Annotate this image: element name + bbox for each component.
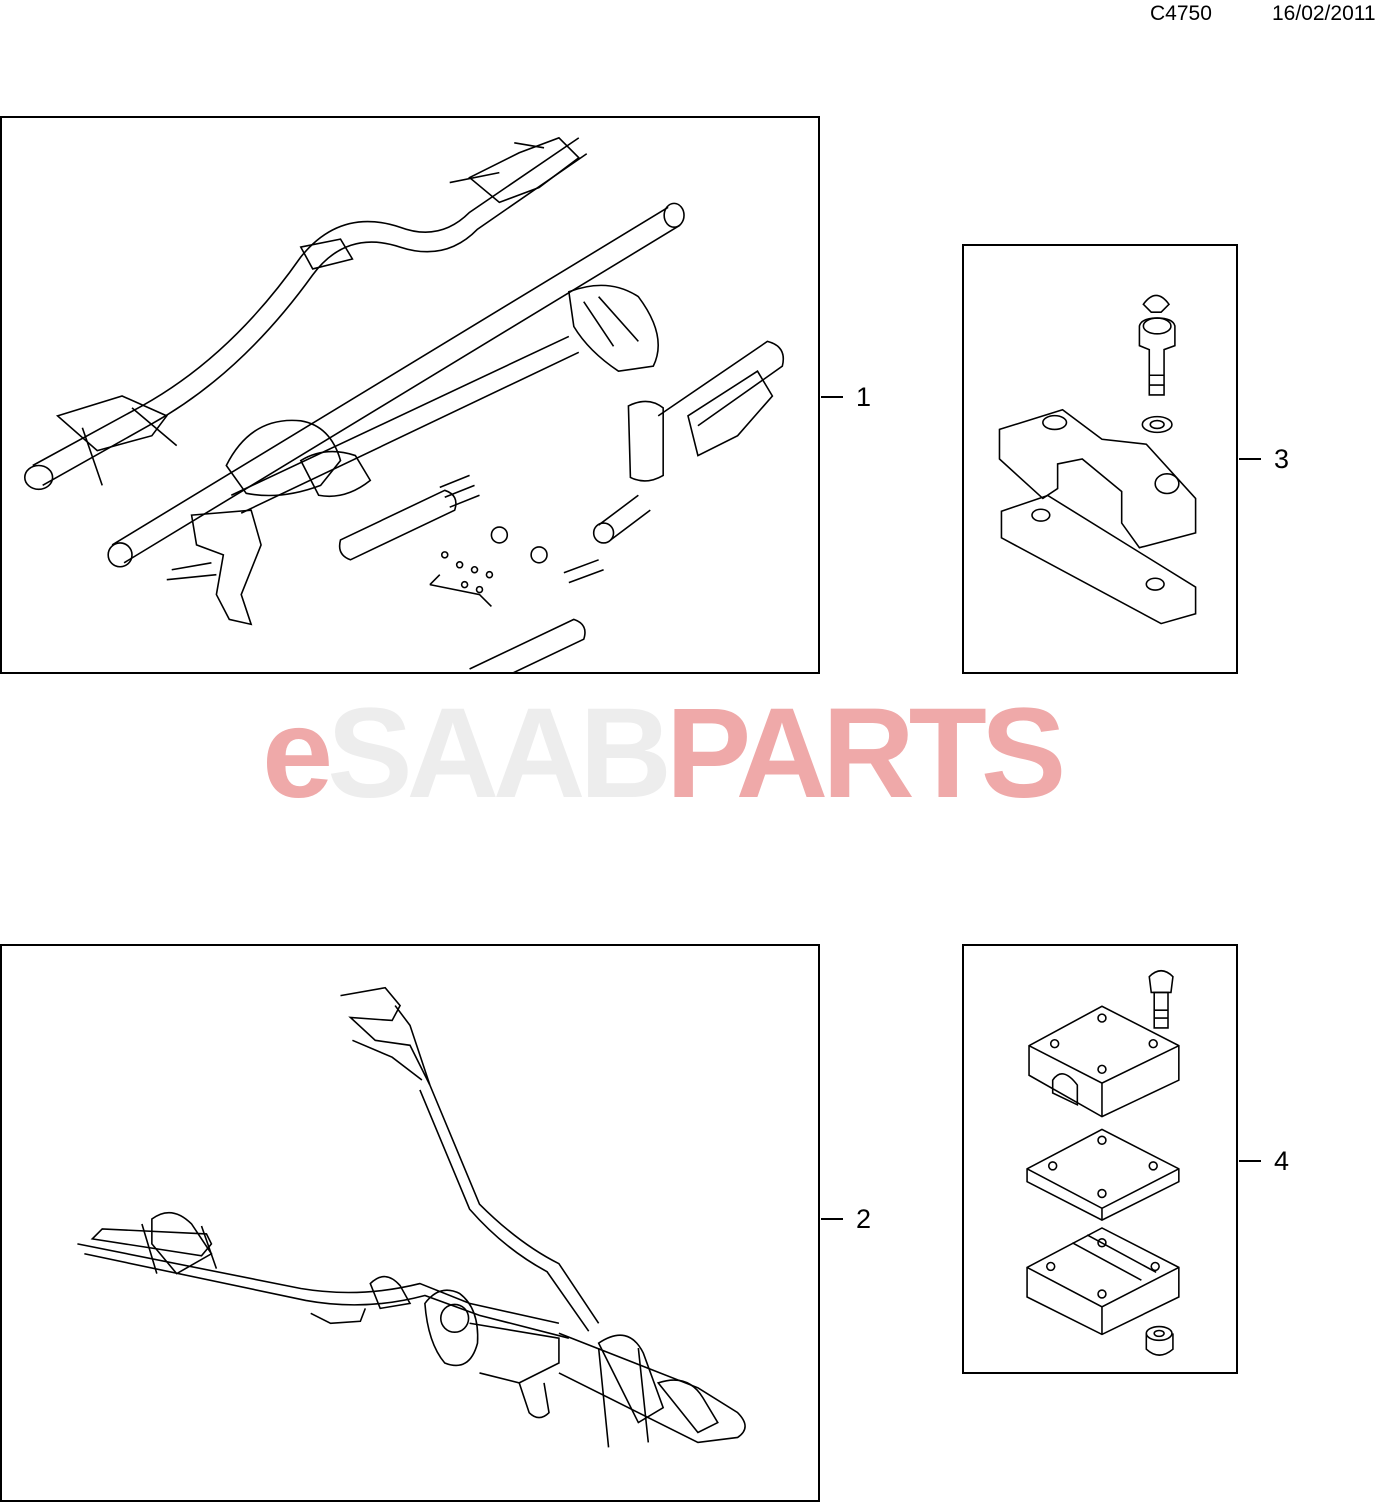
callout-4: 4 <box>1274 1146 1290 1176</box>
leader-line <box>1239 458 1261 460</box>
panel-part-2 <box>0 944 820 1502</box>
adapter-plate-drawing <box>1026 969 1180 1356</box>
bike-carrier-drawing <box>77 986 746 1448</box>
adapter-clamp-drawing <box>998 294 1197 625</box>
callout-1: 1 <box>856 382 872 412</box>
leader-line <box>821 396 843 398</box>
diagram-code: C4750 <box>1150 2 1212 25</box>
panel-part-3 <box>962 244 1238 674</box>
diagram-date: 16/02/2011 <box>1272 2 1376 25</box>
watermark-logo: eSAABPARTS <box>262 680 1066 827</box>
panel-part-4 <box>962 944 1238 1374</box>
leader-line <box>1239 1160 1261 1162</box>
callout-3: 3 <box>1274 444 1290 474</box>
watermark-suffix: PARTS <box>665 682 1066 825</box>
callout-2: 2 <box>856 1204 872 1234</box>
bike-carrier-kit-drawing <box>23 136 785 672</box>
watermark-prefix: e <box>262 682 333 825</box>
panel-part-1 <box>0 116 820 674</box>
watermark-middle: SAAB <box>327 682 672 825</box>
leader-line <box>821 1218 843 1220</box>
